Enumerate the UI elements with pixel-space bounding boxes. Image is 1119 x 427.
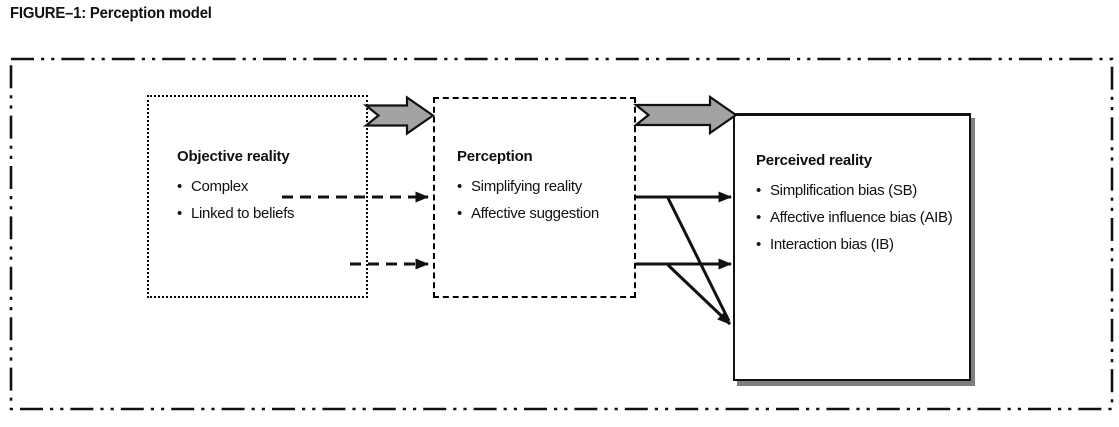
bullet-item: Affective suggestion [457, 200, 599, 227]
box-heading-perception: Perception [457, 148, 533, 165]
box-heading-objective-reality: Objective reality [177, 148, 290, 165]
bullet-item: Affective influence bias (AIB) [756, 204, 953, 231]
bullet-list-objective-reality: Complex Linked to beliefs [177, 173, 295, 227]
bullet-item: Simplification bias (SB) [756, 177, 952, 204]
block-arrow-2 [632, 94, 738, 136]
box-objective-reality-content: Objective reality Complex Linked to beli… [177, 147, 295, 227]
bullet-item: Interaction bias (IB) [756, 231, 952, 258]
bullet-list-perception: Simplifying reality Affective suggestion [457, 173, 599, 227]
diagonal-arrow-2 [666, 263, 732, 326]
box-perceived-reality-content: Perceived reality Simplification bias (S… [756, 151, 953, 258]
figure-title: FIGURE–1: Perception model [10, 5, 212, 22]
box-perceived-reality: Perceived reality Simplification bias (S… [733, 113, 971, 381]
bullet-item: Simplifying reality [457, 173, 599, 200]
bullet-list-perceived-reality: Simplification bias (SB) Affective influ… [756, 177, 953, 258]
diagonal-arrow-1 [666, 197, 731, 322]
box-perception-content: Perception Simplifying reality Affective… [457, 147, 599, 227]
bullet-item: Linked to beliefs [177, 200, 295, 227]
box-heading-perceived-reality: Perceived reality [756, 152, 872, 169]
box-perception: Perception Simplifying reality Affective… [433, 97, 636, 298]
bullet-item: Complex [177, 173, 294, 200]
block-arrow-1 [362, 95, 435, 136]
box-objective-reality: Objective reality Complex Linked to beli… [147, 95, 368, 298]
